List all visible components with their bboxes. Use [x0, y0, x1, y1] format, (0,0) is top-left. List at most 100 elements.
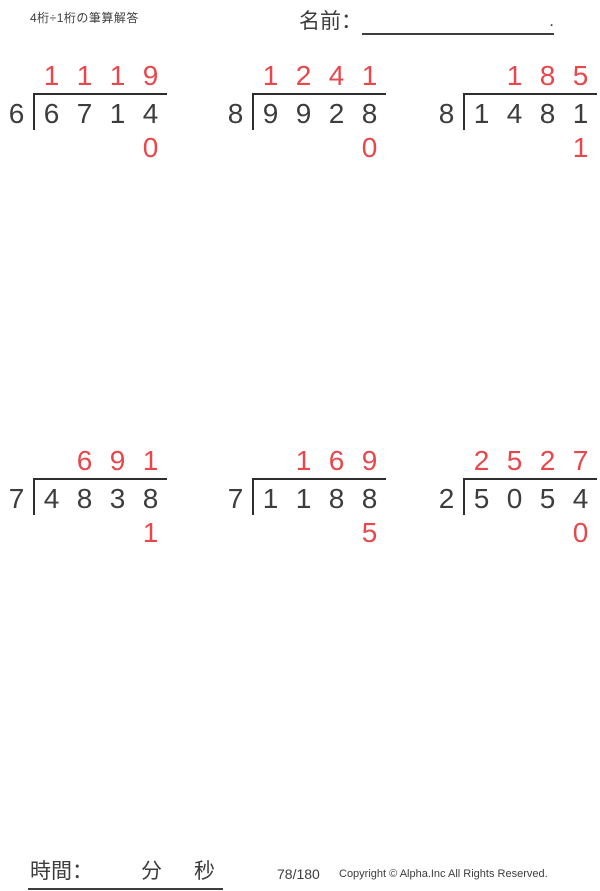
division-problem-4: 6 9 1 7 4 8 3 8 1	[0, 447, 167, 547]
quotient-row: 1 1 1 9	[35, 62, 167, 90]
remainder-digit	[35, 519, 68, 547]
dividend-digit: 5	[473, 483, 490, 514]
division-problem-2: 1 2 4 1 8 9 9 2 8 0	[219, 62, 386, 162]
quotient-row: 6 9 1	[35, 447, 167, 475]
remainder-digit: 0	[361, 132, 378, 163]
remainder-digit	[531, 519, 564, 547]
page-number: 78/180	[277, 866, 320, 882]
time-label: 時間：	[30, 860, 93, 883]
quotient-digit: 4	[328, 60, 345, 91]
divisor: 8	[227, 98, 244, 129]
remainder-digit	[531, 134, 564, 162]
quotient-digit: 2	[295, 60, 312, 91]
remainder-digit	[465, 134, 498, 162]
remainder-digit	[35, 134, 68, 162]
divisor: 7	[227, 483, 244, 514]
quotient-digit: 9	[109, 445, 126, 476]
divisor: 8	[438, 98, 455, 129]
quotient-digit: 1	[76, 60, 93, 91]
remainder-digit: 5	[361, 517, 378, 548]
dividend-digit: 1	[572, 98, 589, 129]
remainder-row: 0	[465, 519, 597, 547]
dividend-digit: 5	[539, 483, 556, 514]
remainder-row: 5	[254, 519, 386, 547]
remainder-digit	[498, 134, 531, 162]
dividend-digit: 6	[43, 98, 60, 129]
quotient-digit: 9	[361, 445, 378, 476]
quotient-digit: 1	[142, 445, 159, 476]
quotient-digit: 1	[295, 445, 312, 476]
remainder-digit	[254, 134, 287, 162]
dividend-digit: 0	[506, 483, 523, 514]
remainder-digit	[287, 519, 320, 547]
remainder-row: 0	[254, 134, 386, 162]
remainder-digit	[101, 134, 134, 162]
dividend-digit: 4	[43, 483, 60, 514]
quotient-digit: 1	[43, 60, 60, 91]
remainder-digit	[498, 519, 531, 547]
remainder-row: 0	[35, 134, 167, 162]
divisor: 6	[8, 98, 25, 129]
quotient-digit: 1	[109, 60, 126, 91]
remainder-digit	[287, 134, 320, 162]
division-problem-3: 1 8 5 8 1 4 8 1 1	[430, 62, 597, 162]
division-problem-6: 2 5 2 7 2 5 0 5 4 0	[430, 447, 597, 547]
dividend-digit: 8	[76, 483, 93, 514]
dividend-digit: 2	[328, 98, 345, 129]
remainder-digit	[101, 519, 134, 547]
dividend-digit: 8	[361, 483, 378, 514]
dividend-digit: 1	[262, 483, 279, 514]
dividend-digit: 4	[506, 98, 523, 129]
quotient-row: 2 5 2 7	[465, 447, 597, 475]
dividend-digit: 8	[361, 98, 378, 129]
remainder-digit	[68, 134, 101, 162]
quotient-digit: 5	[572, 60, 589, 91]
remainder-digit: 1	[142, 517, 159, 548]
quotient-digit: 6	[76, 445, 93, 476]
remainder-digit	[68, 519, 101, 547]
division-bracket: 1 1 8 8	[252, 478, 386, 515]
divisor: 2	[438, 483, 455, 514]
remainder-digit	[465, 519, 498, 547]
quotient-row: 1 8 5	[465, 62, 597, 90]
seconds-label: 秒	[194, 860, 215, 883]
dividend-digit: 4	[142, 98, 159, 129]
worksheet-title: 4桁÷1桁の筆算解答	[30, 11, 139, 25]
quotient-digit: 9	[142, 60, 159, 91]
division-problem-5: 1 6 9 7 1 1 8 8 5	[219, 447, 386, 547]
quotient-digit	[465, 62, 498, 90]
quotient-digit	[35, 447, 68, 475]
dividend-digit: 8	[142, 483, 159, 514]
quotient-digit: 1	[506, 60, 523, 91]
quotient-digit: 1	[361, 60, 378, 91]
quotient-digit	[254, 447, 287, 475]
remainder-digit	[320, 519, 353, 547]
remainder-digit: 0	[572, 517, 589, 548]
dividend-digit: 1	[109, 98, 126, 129]
dividend-digit: 8	[328, 483, 345, 514]
quotient-row: 1 2 4 1	[254, 62, 386, 90]
division-bracket: 9 9 2 8	[252, 93, 386, 130]
division-problem-1: 1 1 1 9 6 6 7 1 4 0	[0, 62, 167, 162]
time-field: 時間：分秒	[28, 855, 223, 890]
dividend-digit: 3	[109, 483, 126, 514]
quotient-digit: 6	[328, 445, 345, 476]
remainder-row: 1	[35, 519, 167, 547]
division-bracket: 5 0 5 4	[463, 478, 597, 515]
remainder-digit: 1	[572, 132, 589, 163]
divisor: 7	[8, 483, 25, 514]
quotient-digit: 7	[572, 445, 589, 476]
dividend-digit: 4	[572, 483, 589, 514]
name-blank-line: .	[362, 8, 554, 35]
name-field: 名前：.	[299, 5, 554, 35]
dividend-digit: 1	[473, 98, 490, 129]
quotient-row: 1 6 9	[254, 447, 386, 475]
dividend-digit: 8	[539, 98, 556, 129]
division-bracket: 4 8 3 8	[33, 478, 167, 515]
quotient-digit: 2	[473, 445, 490, 476]
copyright-text: Copyright © Alpha.Inc All Rights Reserve…	[339, 868, 548, 880]
dividend-digit: 9	[262, 98, 279, 129]
dividend-digit: 9	[295, 98, 312, 129]
quotient-digit: 8	[539, 60, 556, 91]
division-bracket: 6 7 1 4	[33, 93, 167, 130]
